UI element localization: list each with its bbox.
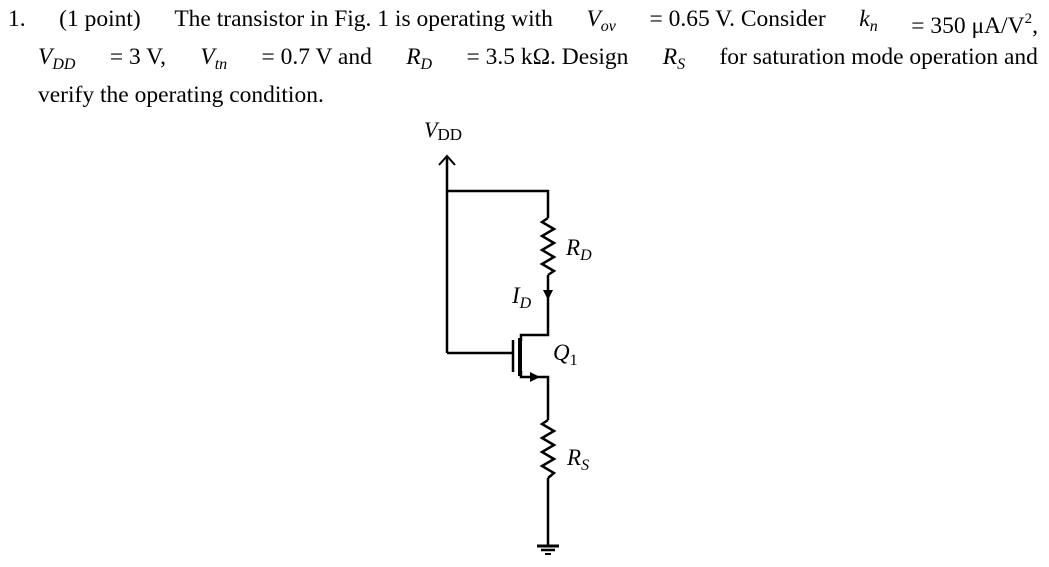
vdd-label: VDD	[424, 117, 462, 144]
kn-value: = 350 μA/V2,	[911, 11, 1038, 39]
vdd-arrow-icon	[438, 154, 456, 166]
vtn-symbol: V	[200, 44, 215, 70]
rd-label: RD	[565, 235, 592, 264]
vdd-subscript: DD	[52, 56, 76, 73]
vtn-value: = 0.7 V and	[261, 44, 372, 70]
rs-subscript: S	[677, 56, 686, 73]
vdd-symbol: V	[38, 44, 53, 70]
vdd-expression: VDD	[38, 42, 75, 80]
problem-statement: 1. (1 point) The transistor in Fig. 1 is…	[8, 4, 1038, 110]
rd-value: = 3.5 kΩ. Design	[466, 44, 629, 70]
rd-subscript: D	[420, 56, 433, 73]
rd-expression: RD	[406, 42, 432, 80]
vtn-expression: Vtn	[200, 42, 227, 80]
kn-expression: kn	[859, 4, 877, 42]
problem-line-2: VDD = 3 V, Vtn = 0.7 V and RD = 3.5 kΩ. …	[8, 42, 1038, 80]
rs-resistor	[539, 418, 557, 479]
id-arrow-icon	[543, 290, 553, 300]
problem-intro: The transistor in Fig. 1 is operating wi…	[174, 6, 553, 32]
ground-icon	[537, 544, 559, 555]
problem-line-2-end: for saturation mode operation and	[719, 44, 1038, 70]
rd-symbol: R	[406, 44, 421, 70]
kn-exponent: 2	[1024, 11, 1033, 27]
rs-expression: RS	[663, 42, 685, 80]
rd-resistor	[539, 216, 557, 277]
vov-value: = 0.65 V. Consider	[649, 6, 826, 32]
source-arrow-icon	[530, 372, 540, 382]
rs-symbol: R	[662, 44, 678, 70]
vov-symbol: V	[586, 6, 601, 32]
problem-number: 1.	[8, 6, 26, 32]
problem-points: (1 point)	[59, 6, 141, 32]
kn-subscript: n	[869, 18, 878, 35]
problem-line-1: 1. (1 point) The transistor in Fig. 1 is…	[8, 4, 1038, 42]
id-label: ID	[511, 283, 532, 312]
vtn-subscript: tn	[214, 56, 228, 73]
kn-symbol: k	[859, 6, 870, 32]
top-wire	[447, 189, 550, 218]
rs-label: RS	[566, 445, 589, 474]
vdd-value: = 3 V,	[109, 44, 166, 70]
kn-value-text: = 350 μA/V	[911, 13, 1025, 39]
vov-expression: Vov	[586, 4, 615, 42]
q1-label: Q1	[553, 340, 578, 369]
problem-line-3: verify the operating condition.	[38, 82, 324, 108]
vov-subscript: ov	[600, 18, 616, 35]
